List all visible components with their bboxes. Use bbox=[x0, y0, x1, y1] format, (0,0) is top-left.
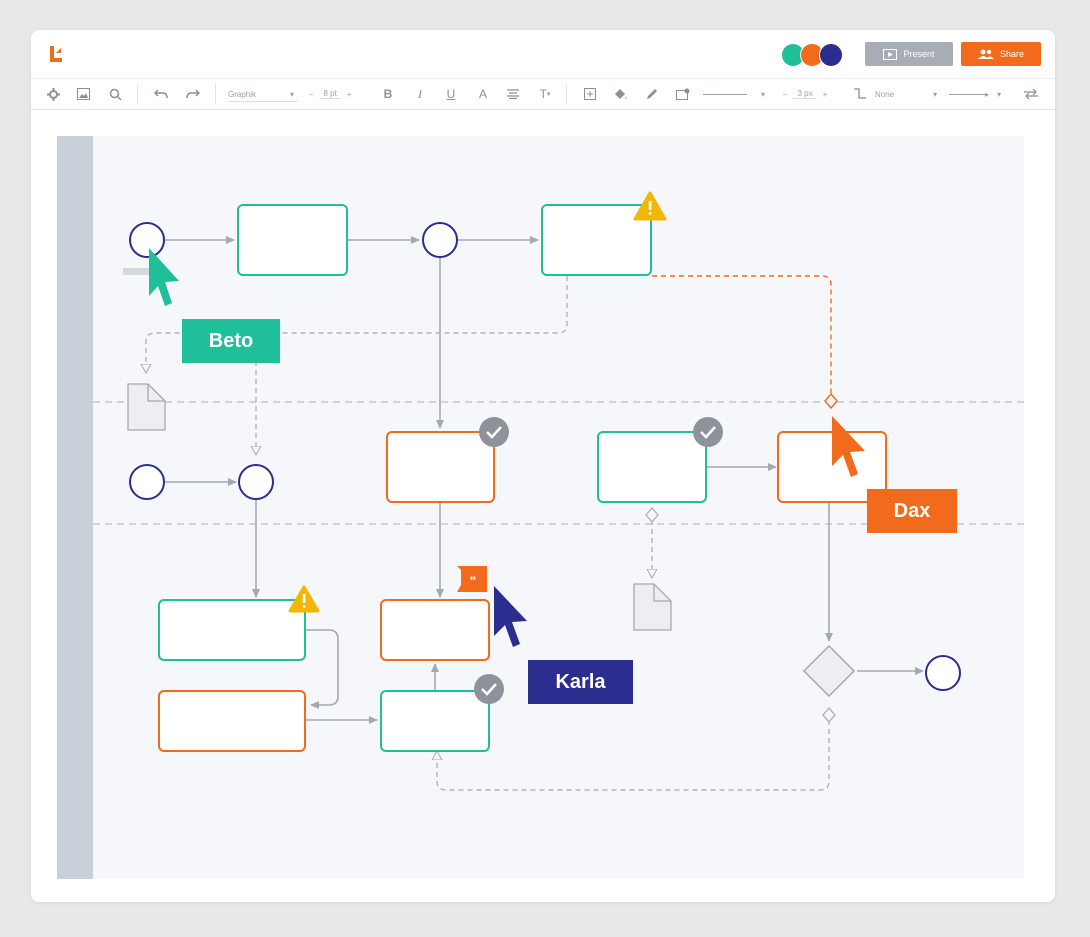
avatar[interactable] bbox=[819, 43, 843, 67]
chevron-down-icon: ▾ bbox=[932, 89, 937, 99]
title-bar: Present Share bbox=[31, 30, 1055, 79]
fill-color-icon[interactable] bbox=[611, 79, 631, 109]
intermediate-event[interactable] bbox=[238, 464, 274, 500]
collaborator-name: Karla bbox=[555, 670, 606, 693]
share-label: Share bbox=[999, 49, 1025, 59]
toolbar-divider bbox=[566, 84, 567, 104]
toolbar: Graphik ▾ – 8 pt + B I U A T▾ ▾ bbox=[31, 79, 1055, 110]
process-boxes[interactable] bbox=[158, 204, 887, 752]
end-event[interactable] bbox=[925, 655, 961, 691]
toolbar-divider bbox=[215, 84, 216, 104]
document-icon[interactable] bbox=[127, 383, 166, 431]
arrow-style-select[interactable]: ▸ ▾ bbox=[949, 79, 1009, 109]
line-endpoint-value: None bbox=[875, 89, 895, 99]
redo-icon[interactable] bbox=[183, 79, 203, 109]
warning-icon[interactable] bbox=[288, 585, 320, 613]
connector-diamond-endpoint[interactable] bbox=[824, 392, 838, 410]
font-family-select[interactable]: Graphik ▾ bbox=[228, 87, 298, 102]
process-box[interactable] bbox=[158, 690, 306, 752]
connector-diamond-endpoint[interactable] bbox=[645, 507, 659, 523]
minus-icon[interactable]: – bbox=[783, 89, 788, 99]
lucid-logo-icon[interactable] bbox=[47, 44, 65, 64]
collaborator-avatars[interactable] bbox=[781, 43, 845, 67]
collaborator-tag-karla: Karla bbox=[528, 660, 633, 704]
process-box[interactable] bbox=[237, 204, 348, 276]
chevron-down-icon: ▾ bbox=[289, 89, 294, 99]
toolbar-divider bbox=[137, 84, 138, 104]
chevron-down-icon: ▾ bbox=[761, 89, 766, 99]
share-button[interactable]: Share bbox=[961, 42, 1041, 66]
font-size-stepper[interactable]: – 8 pt + bbox=[309, 87, 359, 101]
search-icon[interactable] bbox=[105, 79, 125, 109]
document-icon[interactable] bbox=[633, 583, 672, 631]
process-box[interactable] bbox=[541, 204, 652, 276]
process-box[interactable] bbox=[380, 599, 490, 661]
cursor-icon bbox=[832, 416, 865, 477]
line-width-stepper[interactable]: – 3 px + bbox=[783, 87, 833, 101]
collaborator-name: Beto bbox=[208, 329, 254, 352]
check-icon[interactable] bbox=[474, 674, 504, 704]
start-event[interactable] bbox=[129, 464, 165, 500]
collaborator-tag-dax: Dax bbox=[867, 489, 957, 533]
cursor-icon bbox=[149, 248, 179, 306]
process-box[interactable] bbox=[158, 599, 306, 661]
connector-diamond-endpoint[interactable] bbox=[822, 707, 836, 723]
bold-icon[interactable]: B bbox=[383, 87, 393, 101]
chevron-down-icon: ▾ bbox=[997, 89, 1002, 99]
plus-icon[interactable]: + bbox=[346, 89, 352, 99]
check-icon[interactable] bbox=[479, 417, 509, 447]
align-icon[interactable] bbox=[504, 79, 522, 109]
present-icon bbox=[883, 48, 898, 60]
selection-handle[interactable] bbox=[123, 268, 149, 275]
gear-icon[interactable] bbox=[43, 79, 63, 109]
present-button[interactable]: Present bbox=[865, 42, 953, 66]
plus-icon[interactable]: + bbox=[822, 89, 828, 99]
people-icon bbox=[977, 49, 994, 59]
comment-badge-icon[interactable]: " bbox=[457, 566, 487, 592]
comment-icon[interactable] bbox=[673, 79, 693, 109]
present-label: Present bbox=[903, 49, 935, 59]
line-width-value[interactable]: 3 px bbox=[793, 89, 817, 99]
text-options-icon[interactable]: T▾ bbox=[539, 87, 551, 101]
connectors bbox=[164, 236, 924, 724]
connector-style-icon[interactable] bbox=[851, 79, 869, 109]
undo-icon[interactable] bbox=[151, 79, 171, 109]
event-circles[interactable] bbox=[129, 222, 961, 691]
process-box[interactable] bbox=[597, 431, 707, 503]
diagram-board[interactable]: " Beto Dax Karla bbox=[57, 136, 1024, 879]
line-endpoint-select[interactable]: None ▾ bbox=[875, 79, 939, 109]
dax-highlighted-connector bbox=[652, 275, 832, 394]
font-family-value: Graphik bbox=[228, 89, 257, 99]
process-box[interactable] bbox=[386, 431, 495, 503]
image-icon[interactable] bbox=[73, 79, 93, 109]
intermediate-event[interactable] bbox=[422, 222, 458, 258]
canvas-area[interactable]: " Beto Dax Karla bbox=[31, 110, 1055, 902]
swap-arrows-icon[interactable] bbox=[1021, 79, 1041, 109]
process-diagram[interactable]: " bbox=[57, 136, 1024, 879]
swimlane-header bbox=[57, 136, 93, 879]
document-shapes[interactable] bbox=[127, 383, 672, 631]
app-window: Present Share bbox=[31, 30, 1055, 902]
collaborator-name: Dax bbox=[893, 499, 931, 522]
italic-icon[interactable]: I bbox=[418, 86, 422, 101]
start-event[interactable] bbox=[129, 222, 165, 258]
process-box[interactable] bbox=[380, 690, 490, 752]
minus-icon[interactable]: – bbox=[309, 89, 314, 99]
decision-diamond[interactable] bbox=[802, 644, 856, 698]
shape-border-icon[interactable] bbox=[580, 79, 600, 109]
collaborator-tag-beto: Beto bbox=[182, 319, 280, 363]
check-icon[interactable] bbox=[693, 417, 723, 447]
warning-icon[interactable] bbox=[633, 191, 667, 221]
underline-icon[interactable]: U bbox=[446, 87, 456, 101]
cursor-icon bbox=[494, 586, 527, 647]
text-color-icon[interactable]: A bbox=[478, 87, 487, 101]
pen-icon[interactable] bbox=[642, 79, 662, 109]
font-size-value[interactable]: 8 pt bbox=[319, 89, 341, 99]
svg-text:": " bbox=[470, 573, 477, 589]
line-style-select[interactable]: ▾ bbox=[703, 79, 771, 109]
